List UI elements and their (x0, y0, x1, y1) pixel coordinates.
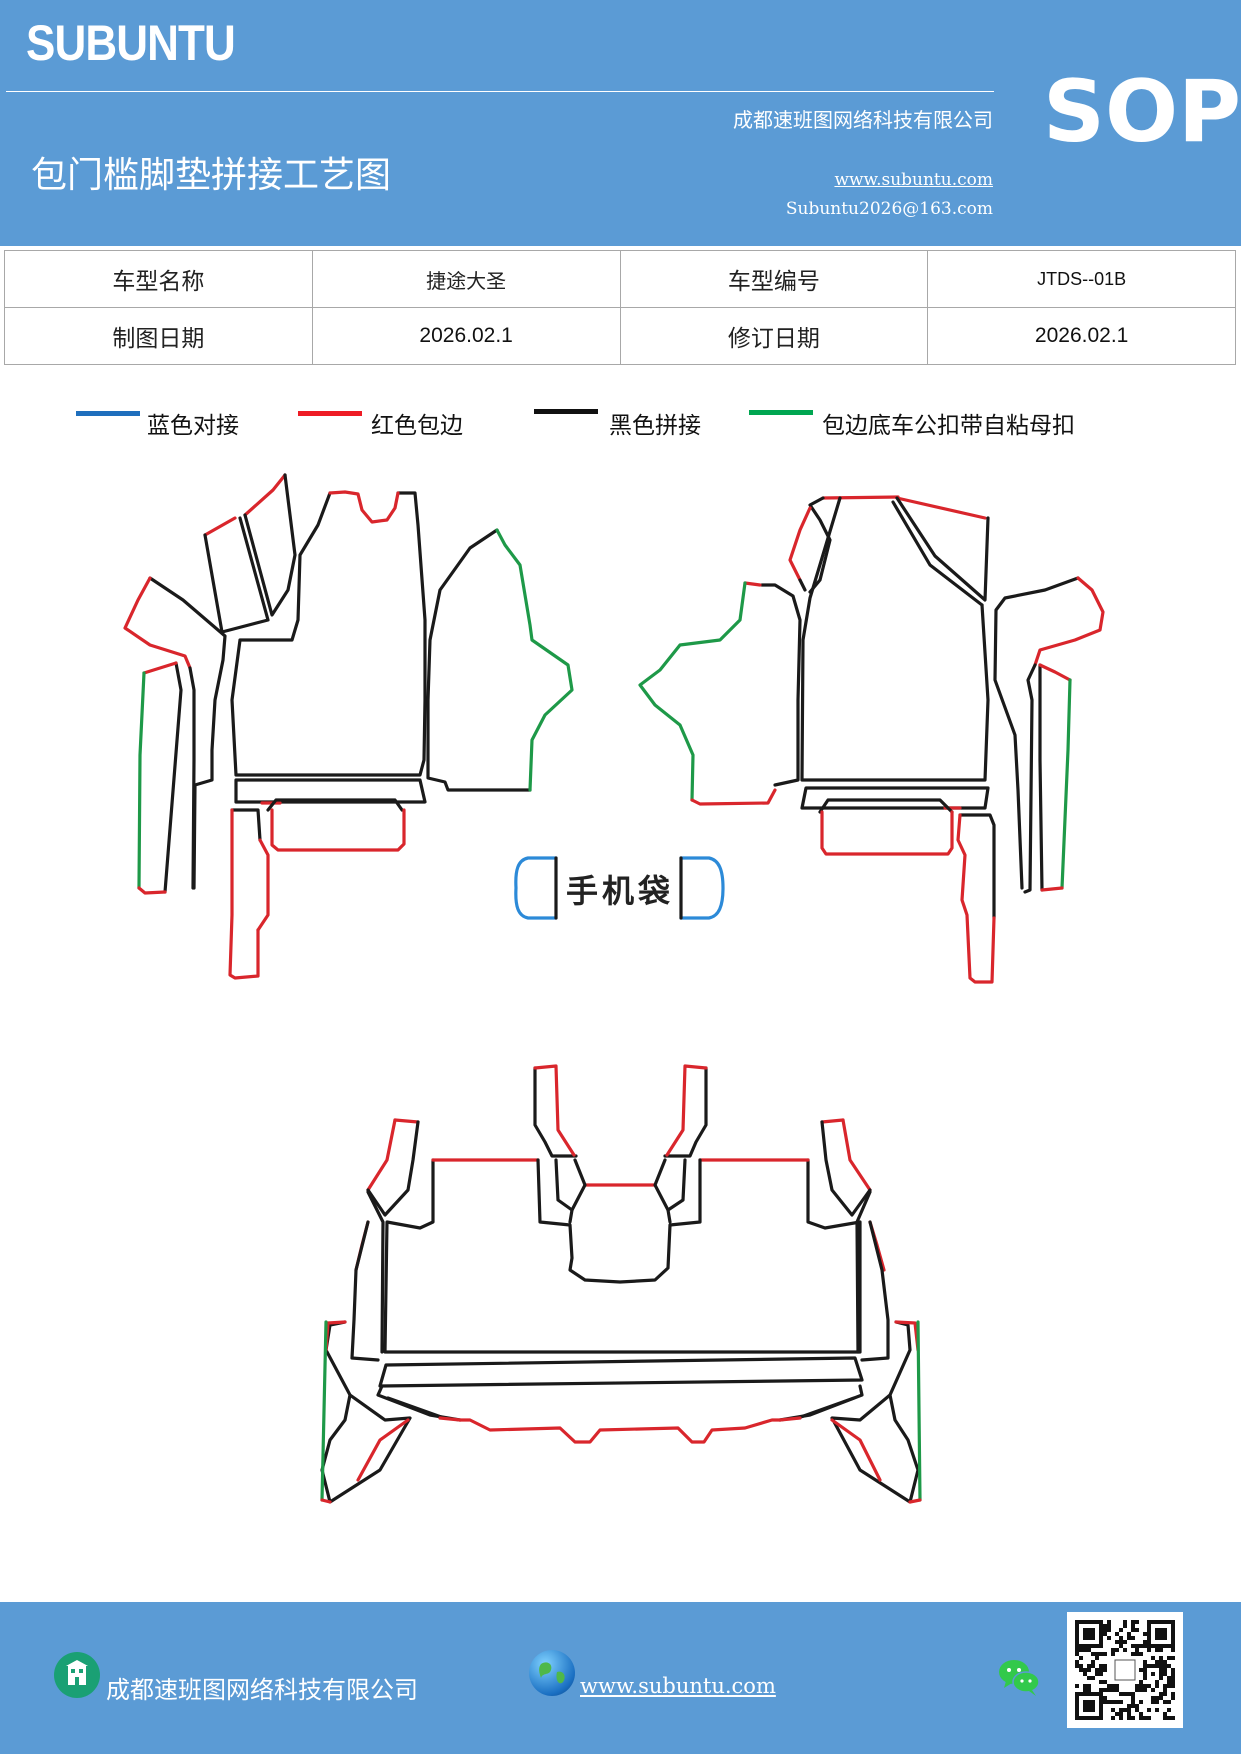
building-icon (54, 1652, 100, 1698)
model-code-label: 车型编号 (619, 250, 929, 308)
right-mat-diagonal-block (895, 496, 990, 602)
left-mat-lower-plate (266, 798, 404, 812)
legend-blue-swatch (76, 411, 140, 416)
phone-pocket-left-tab (514, 856, 558, 920)
rear-mat-lower-right-piece (830, 1320, 920, 1504)
header-website-link[interactable]: www.subuntu.com (834, 170, 993, 190)
footer-company: 成都速班图网络科技有限公司 (106, 1676, 418, 1704)
table-row: 车型名称 捷途大圣 车型编号 JTDS--01B (4, 250, 1236, 308)
rear-mat-left-tab (533, 1066, 578, 1158)
phone-pocket (514, 856, 725, 920)
rear-mat (320, 1064, 922, 1504)
model-code-value: JTDS--01B (927, 250, 1236, 308)
legend-black-label: 黑色拼接 (609, 413, 701, 439)
header-banner: SUBUNTU 成都速班图网络科技有限公司 包门槛脚垫拼接工艺图 www.sub… (0, 0, 1241, 246)
revise-date-label: 修订日期 (619, 307, 929, 365)
rear-mat-main-panel (383, 1158, 862, 1354)
header-email: Subuntu2026@163.com (785, 199, 993, 219)
right-mat-main-panel (800, 496, 990, 782)
footer-website-link[interactable]: www.subuntu.com (580, 1674, 776, 1698)
rear-mat-lower-left-piece (320, 1320, 412, 1504)
revise-date-value: 2026.02.1 (927, 307, 1236, 365)
wechat-icon (996, 1654, 1042, 1700)
legend-green-label: 包边底车公扣带自粘母扣 (822, 413, 1075, 439)
right-mat-lower-plate (818, 798, 954, 814)
right-mat-top-edge (821, 495, 900, 500)
sop-badge: SOP (1043, 62, 1241, 162)
page-title: 包门槛脚垫拼接工艺图 (31, 155, 392, 196)
legend-green-swatch (749, 410, 813, 415)
header-company: 成都速班图网络科技有限公司 (733, 108, 993, 132)
draw-date-label: 制图日期 (4, 307, 313, 365)
right-front-mat (638, 495, 1105, 984)
left-mat-outer-panel (148, 576, 227, 890)
right-mat-bottom-strip (958, 813, 996, 920)
left-front-mat (123, 473, 574, 980)
model-name-label: 车型名称 (4, 250, 313, 308)
legend-red-label: 红色包边 (371, 413, 463, 439)
left-mat-angled-block (203, 516, 237, 537)
footer-banner: 成都速班图网络科技有限公司 www.subuntu.com (0, 1602, 1241, 1754)
right-mat-left-panel (760, 583, 802, 787)
qr-code (1067, 1612, 1183, 1728)
legend-red-swatch (298, 411, 362, 416)
right-mat-side-strip (1023, 663, 1037, 894)
right-mat-lower-bar (800, 786, 990, 810)
left-mat-lower-bar (234, 778, 427, 804)
phone-pocket-label: 手机袋 (566, 872, 675, 910)
table-row: 制图日期 2026.02.1 修订日期 2026.02.1 (4, 307, 1236, 365)
rear-mat-right-wing (841, 1118, 872, 1192)
info-table: 车型名称 捷途大圣 车型编号 JTDS--01B 制图日期 2026.02.1 … (4, 250, 1236, 365)
header-divider (6, 91, 994, 92)
draw-date-value: 2026.02.1 (311, 307, 621, 365)
left-mat-bottom-strip (230, 808, 262, 842)
left-mat-main-panel (230, 491, 427, 777)
left-mat-side-strip (163, 661, 183, 894)
rear-mat-bottom-edge (458, 1418, 782, 1444)
globe-icon (529, 1650, 575, 1696)
left-mat-outer-edge (123, 576, 192, 670)
model-name-value: 捷途大圣 (311, 250, 621, 308)
legend-black-swatch (534, 409, 598, 414)
right-mat-right-panel (993, 576, 1080, 890)
rear-mat-lower-bar (378, 1356, 864, 1388)
logo: SUBUNTU (26, 15, 236, 71)
rear-mat-right-tab (663, 1066, 708, 1158)
rear-mat-left-wing (366, 1118, 397, 1192)
phone-pocket-right-tab (679, 856, 725, 920)
left-mat-right-panel (426, 528, 532, 792)
legend-blue-label: 蓝色对接 (147, 413, 239, 439)
